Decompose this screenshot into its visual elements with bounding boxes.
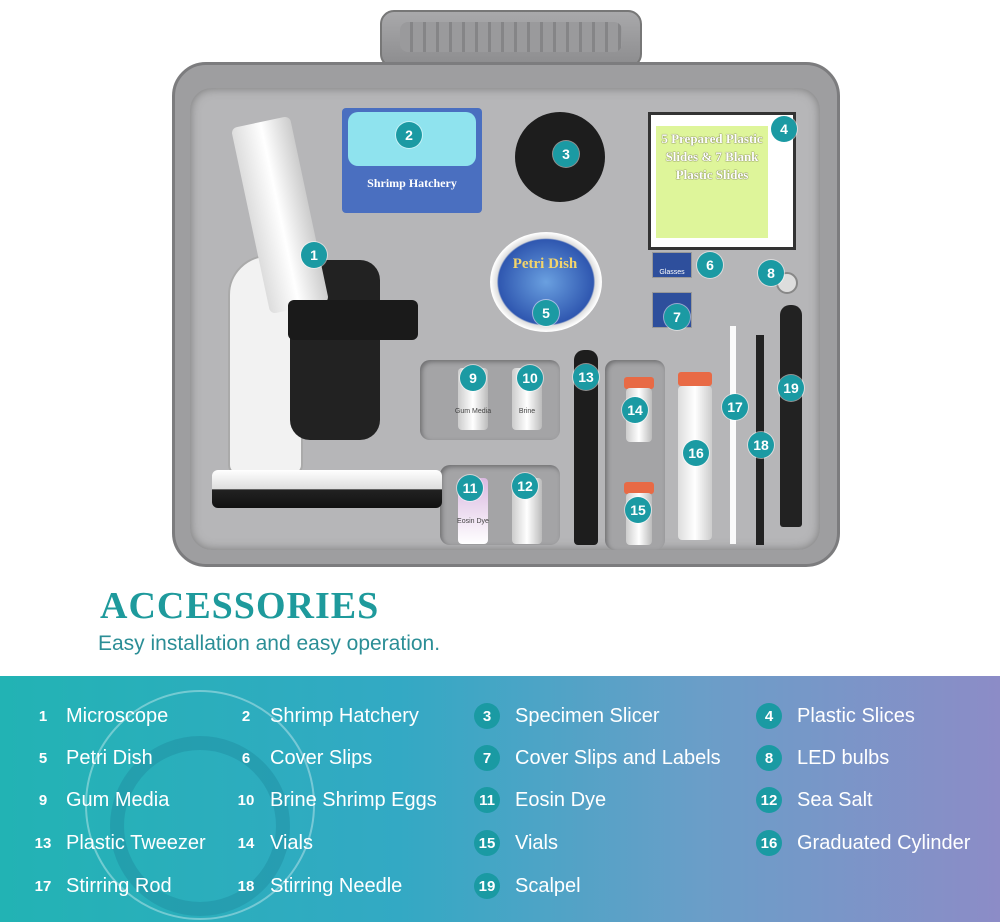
legend-item: 17 Stirring Rod xyxy=(24,872,172,900)
legend-number: 11 xyxy=(474,787,500,813)
legend-item: 2 Shrimp Hatchery xyxy=(226,702,419,730)
legend-item: 7 Cover Slips and Labels xyxy=(474,744,721,772)
legend-item: 12 Sea Salt xyxy=(756,786,873,814)
legend-number: 19 xyxy=(474,873,500,899)
marker-6: 6 xyxy=(697,252,723,278)
legend-number: 9 xyxy=(38,791,48,809)
vial-cap xyxy=(624,482,654,494)
vial-label: Brine xyxy=(518,408,536,415)
cover-slips-label: Glasses xyxy=(659,269,685,276)
vial-label: Gum Media xyxy=(454,408,492,415)
legend-item: 4 Plastic Slices xyxy=(756,702,915,730)
marker-1: 1 xyxy=(301,242,327,268)
marker-4: 4 xyxy=(771,116,797,142)
legend-number: 14 xyxy=(237,834,255,852)
stirring-rod xyxy=(730,326,736,544)
marker-12: 12 xyxy=(512,473,538,499)
legend-item: 15 Vials xyxy=(474,829,558,857)
legend-item: 11 Eosin Dye xyxy=(474,786,606,814)
legend-number: 3 xyxy=(474,703,500,729)
vial-cap xyxy=(624,377,654,389)
legend-label: Plastic Slices xyxy=(797,704,915,727)
handle-grip xyxy=(400,22,622,52)
legend-number: 7 xyxy=(474,745,500,771)
legend-label: Plastic Tweezer xyxy=(66,831,206,854)
legend-number: 18 xyxy=(237,877,255,895)
marker-19: 19 xyxy=(778,375,804,401)
legend-item: 14 Vials xyxy=(226,829,313,857)
microscope-stage xyxy=(288,300,418,340)
legend-item: 16 Graduated Cylinder xyxy=(756,829,970,857)
marker-15: 15 xyxy=(625,497,651,523)
petri-label: Petri Dish xyxy=(512,256,578,272)
section-title: ACCESSORIES xyxy=(100,585,380,627)
legend-label: Eosin Dye xyxy=(515,788,607,811)
legend-label: Brine Shrimp Eggs xyxy=(270,788,437,811)
legend-item: 1 Microscope xyxy=(24,702,168,730)
legend-number: 12 xyxy=(756,787,782,813)
legend-label: Cover Slips and Labels xyxy=(515,746,721,769)
legend-number: 5 xyxy=(38,749,48,767)
legend-label: Specimen Slicer xyxy=(515,704,660,727)
legend-item: 5 Petri Dish xyxy=(24,744,153,772)
legend-number: 10 xyxy=(237,791,255,809)
legend-label: Graduated Cylinder xyxy=(797,831,971,854)
legend-item: 6 Cover Slips xyxy=(226,744,372,772)
marker-16: 16 xyxy=(683,440,709,466)
legend-item: 8 LED bulbs xyxy=(756,744,889,772)
scalpel xyxy=(780,305,802,527)
legend-label: Sea Salt xyxy=(797,788,873,811)
legend-item: 13 Plastic Tweezer xyxy=(24,829,206,857)
legend-label: Gum Media xyxy=(66,788,170,811)
section-subtitle: Easy installation and easy operation. xyxy=(98,632,441,655)
legend-label: Cover Slips xyxy=(270,746,373,769)
legend-label: Vials xyxy=(515,831,558,854)
legend-label: Stirring Needle xyxy=(270,874,403,897)
marker-3: 3 xyxy=(553,141,579,167)
legend-label: LED bulbs xyxy=(797,746,890,769)
legend-label: Scalpel xyxy=(515,874,581,897)
slides-label: 5 Prepared Plastic Slides & 7 Blank Plas… xyxy=(656,126,768,238)
legend-item: 10 Brine Shrimp Eggs xyxy=(226,786,437,814)
microscope-base xyxy=(212,470,442,508)
marker-14: 14 xyxy=(622,397,648,423)
vial-label: Eosin Dye xyxy=(457,518,489,525)
legend-number: 2 xyxy=(241,707,251,725)
legend-number: 13 xyxy=(34,834,52,852)
legend-number: 17 xyxy=(34,877,52,895)
legend-item: 3 Specimen Slicer xyxy=(474,702,660,730)
legend-band xyxy=(0,676,1000,922)
legend-item: 18 Stirring Needle xyxy=(226,872,403,900)
marker-8: 8 xyxy=(758,260,784,286)
legend-label: Microscope xyxy=(66,704,169,727)
legend-number: 6 xyxy=(241,749,251,767)
marker-2: 2 xyxy=(396,122,422,148)
marker-11: 11 xyxy=(457,475,483,501)
marker-7: 7 xyxy=(664,304,690,330)
marker-10: 10 xyxy=(517,365,543,391)
legend-label: Petri Dish xyxy=(66,746,153,769)
hatchery-label: Shrimp Hatchery xyxy=(367,176,457,190)
marker-17: 17 xyxy=(722,394,748,420)
cylinder-cap xyxy=(678,372,712,386)
legend-number: 15 xyxy=(474,830,500,856)
legend-item: 19 Scalpel xyxy=(474,872,581,900)
legend-item: 9 Gum Media xyxy=(24,786,170,814)
cover-slips-box: Glasses xyxy=(652,252,692,278)
marker-9: 9 xyxy=(460,365,486,391)
decorative-ring xyxy=(85,690,315,920)
legend-number: 1 xyxy=(38,707,48,725)
legend-label: Shrimp Hatchery xyxy=(270,704,419,727)
legend-label: Stirring Rod xyxy=(66,874,172,897)
legend-number: 16 xyxy=(756,830,782,856)
legend-label: Vials xyxy=(270,831,313,854)
legend-number: 8 xyxy=(756,745,782,771)
legend-number: 4 xyxy=(756,703,782,729)
marker-18: 18 xyxy=(748,432,774,458)
marker-13: 13 xyxy=(573,364,599,390)
marker-5: 5 xyxy=(533,300,559,326)
